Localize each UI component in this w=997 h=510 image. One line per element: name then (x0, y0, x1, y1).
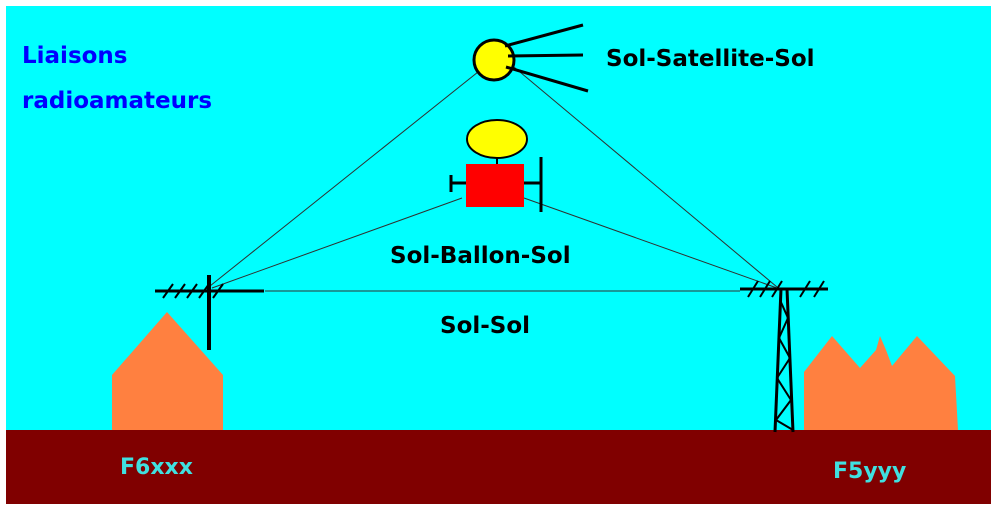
house-right (804, 336, 958, 430)
path-left-balloon (211, 197, 463, 289)
title-line-2: radioamateurs (22, 88, 212, 114)
satellite-body (472, 38, 516, 82)
station-label-left: F6xxx (120, 455, 193, 480)
tower-right (773, 288, 795, 433)
satellite (472, 23, 589, 93)
signal-paths (209, 59, 778, 292)
satellite-antenna-1 (504, 23, 584, 48)
label-direct-link: Sol-Sol (440, 313, 530, 339)
antenna-left (155, 275, 264, 350)
balloon (449, 119, 543, 212)
label-balloon-link: Sol-Ballon-Sol (390, 243, 571, 269)
path-balloon-right (523, 197, 778, 289)
path-left-satellite (209, 59, 494, 287)
ground (6, 430, 991, 504)
path-satellite-right (507, 61, 778, 288)
station-label-right: F5yyy (833, 459, 906, 484)
title-line-1: Liaisons (22, 43, 128, 69)
antenna-right (740, 280, 828, 298)
balloon-payload (466, 164, 524, 207)
satellite-antenna-3 (505, 65, 589, 93)
balloon-envelope (466, 119, 528, 159)
label-satellite-link: Sol-Satellite-Sol (606, 46, 815, 72)
satellite-antenna-2 (507, 53, 584, 58)
house-left (112, 312, 223, 430)
